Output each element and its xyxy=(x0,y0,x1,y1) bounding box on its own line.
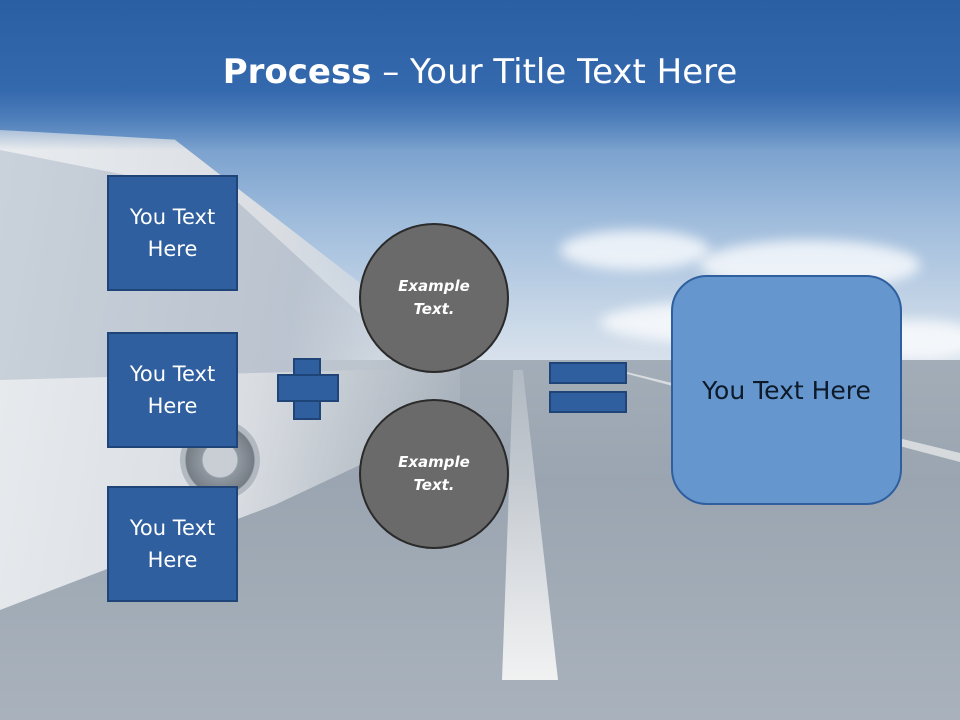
slide-title: Process – Your Title Text Here xyxy=(0,52,960,92)
title-bold: Process xyxy=(222,52,372,92)
title-band xyxy=(0,0,960,150)
equals-icon-bottom-bar xyxy=(549,391,627,413)
text-box-2[interactable]: You Text Here xyxy=(107,332,238,448)
cloud xyxy=(560,230,710,270)
example-circle-1[interactable]: Example Text. xyxy=(359,223,509,373)
text-box-label: You Text Here xyxy=(129,205,216,261)
circle-label: Example Text. xyxy=(398,453,470,494)
circle-label: Example Text. xyxy=(398,277,470,318)
example-circle-2[interactable]: Example Text. xyxy=(359,399,509,549)
text-box-3[interactable]: You Text Here xyxy=(107,486,238,602)
plus-icon-center xyxy=(295,376,319,400)
title-rest: – Your Title Text Here xyxy=(371,52,738,92)
result-box[interactable]: You Text Here xyxy=(671,275,902,505)
text-box-label: You Text Here xyxy=(129,516,216,572)
text-box-1[interactable]: You Text Here xyxy=(107,175,238,291)
equals-icon-top-bar xyxy=(549,362,627,384)
result-label: You Text Here xyxy=(702,375,871,405)
text-box-label: You Text Here xyxy=(129,362,216,418)
